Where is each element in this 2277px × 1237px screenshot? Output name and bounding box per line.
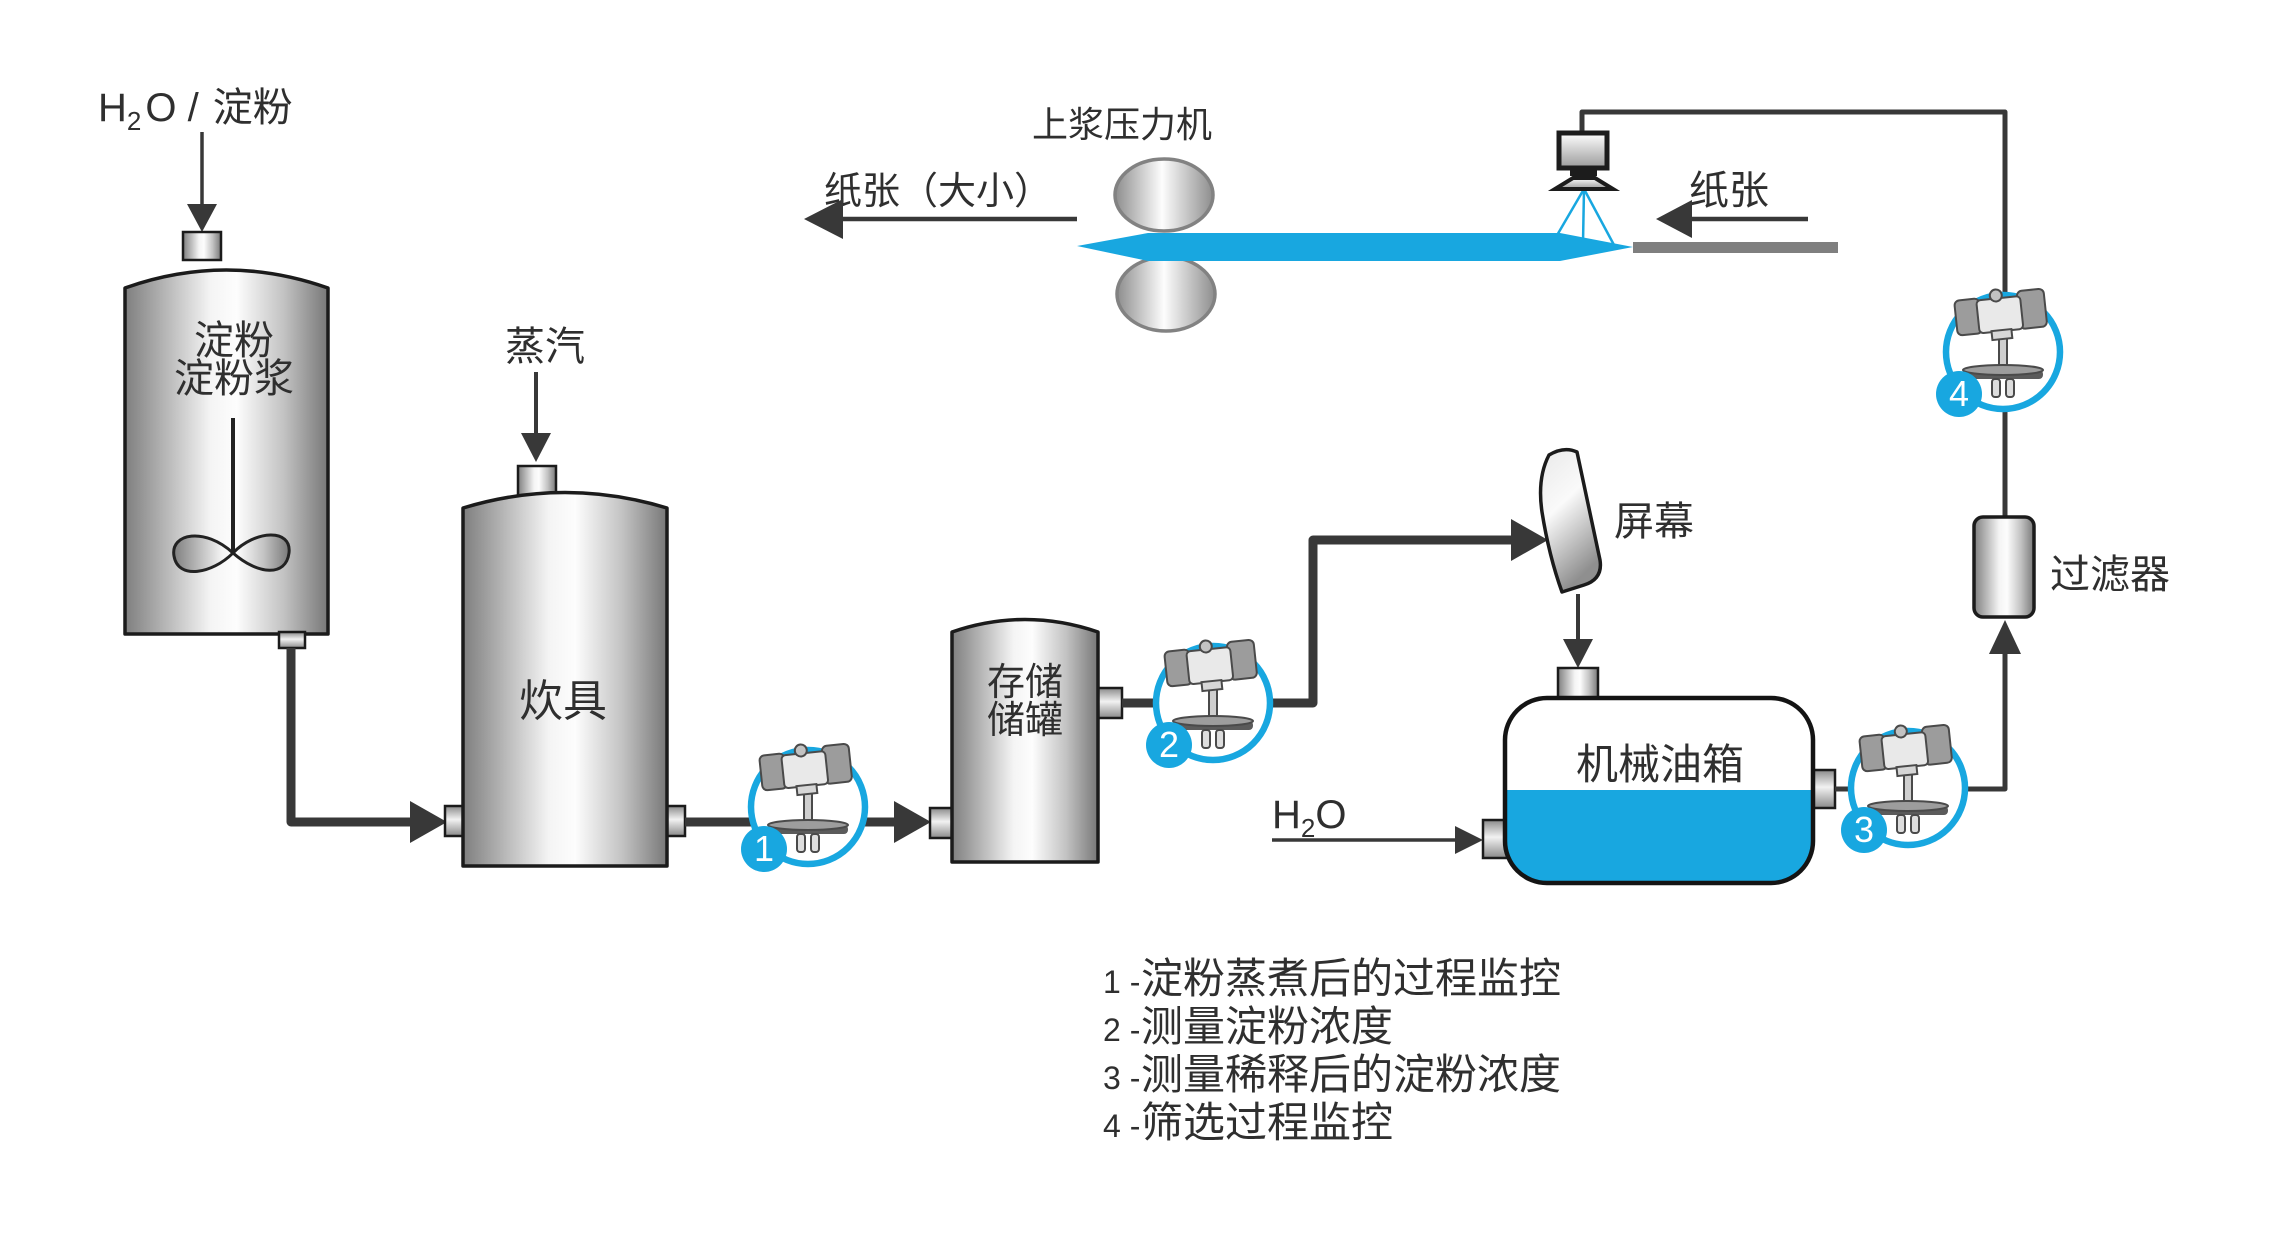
sensor-point-3: 3 [1841, 719, 1969, 853]
starch-tank-label-1: 淀粉 [194, 318, 274, 364]
pipe-machine-to-spray [1579, 109, 2021, 792]
cooker-body [461, 490, 669, 868]
storage-inlet-nozzle [928, 806, 956, 840]
legend: 1 -淀粉蒸煮后的过程监控 2 -测量淀粉浓度 3 -测量稀释后的淀粉浓度 4 … [1103, 954, 1561, 1147]
incoming-paper-web [1633, 242, 1838, 253]
storage-label-1: 存储 [987, 660, 1063, 704]
sensor-badge-4 [1936, 371, 1982, 417]
starch-tank-outlet-nozzle [277, 630, 307, 650]
filter-vessel [1972, 515, 2036, 619]
filter-label: 过滤器 [2050, 552, 2170, 598]
legend-item-2: 2 -测量淀粉浓度 [1103, 1002, 1393, 1051]
machine-tank-top-nozzle [1556, 666, 1600, 702]
legend-item-3: 3 -测量稀释后的淀粉浓度 [1103, 1050, 1561, 1099]
sensor-point-1: 1 [741, 738, 869, 872]
water-arrow [1272, 826, 1483, 854]
legend-item-1: 1 -淀粉蒸煮后的过程监控 [1103, 954, 1561, 1003]
paper-out-label: 纸张（大小） [824, 169, 1052, 213]
size-press-label: 上浆压力机 [1032, 105, 1212, 146]
agitator-icon [172, 418, 291, 573]
svg-text:4: 4 [1949, 373, 1969, 414]
starch-tank-neck [181, 230, 223, 262]
machine-tank: 机械油箱 [1481, 666, 1837, 886]
sensor-point-2: 2 [1146, 634, 1274, 768]
machine-tank-liquid [1505, 790, 1813, 883]
svg-text:1: 1 [754, 828, 774, 869]
svg-text:2: 2 [1159, 724, 1179, 765]
cooker-tank: 炊具 [443, 464, 687, 868]
starch-tank-label-2: 淀粉浆 [174, 356, 294, 402]
storage-tank-body [950, 617, 1100, 864]
size-press-rollers [1113, 157, 1217, 333]
starch-tank: 淀粉 淀粉浆 [123, 230, 330, 650]
spray-applicator-icon [1547, 130, 1621, 246]
steam-label: 蒸汽 [505, 324, 585, 370]
steam-arrow [521, 372, 551, 462]
water-label: H2O [1272, 793, 1346, 843]
cooker-label: 炊具 [519, 676, 607, 727]
size-press-bottom-roller [1115, 255, 1217, 333]
storage-outlet-nozzle [1094, 686, 1124, 720]
legend-item-4: 4 -筛选过程监控 [1103, 1098, 1393, 1147]
feed-arrow [187, 132, 217, 232]
sensor-point-4: 4 [1936, 283, 2064, 417]
sensor-badge-1 [741, 826, 787, 872]
storage-tank: 存储 储罐 [928, 617, 1124, 864]
coated-paper-web [1077, 233, 1633, 261]
screen-label: 屏幕 [1614, 499, 1694, 545]
paper-in-arrow [1656, 200, 1808, 238]
sensor-badge-3 [1841, 807, 1887, 853]
arrow-screen-to-machine-tank [1563, 594, 1593, 668]
size-press-top-roller [1113, 157, 1215, 233]
paper-in-label: 纸张 [1689, 168, 1769, 214]
sensor-badge-2 [1146, 722, 1192, 768]
pipe-starch-to-cooker [286, 648, 447, 843]
machine-tank-label: 机械油箱 [1576, 740, 1744, 789]
paper-out-arrow [804, 199, 1077, 239]
storage-label-2: 储罐 [987, 698, 1063, 742]
screen-plate [1538, 447, 1603, 594]
svg-text:3: 3 [1854, 809, 1874, 850]
